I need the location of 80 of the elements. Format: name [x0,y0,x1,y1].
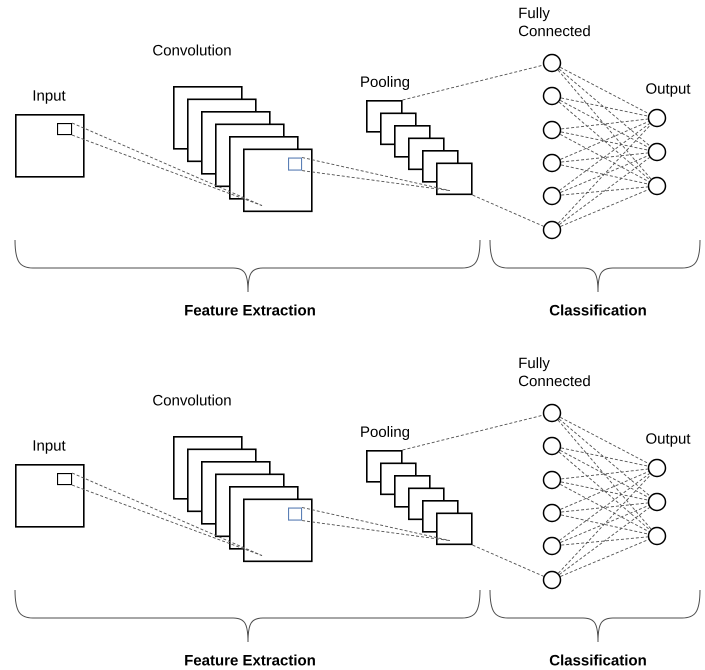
dashed-connector [558,70,652,180]
dashed-connector [560,539,649,577]
layer-label: Pooling [361,76,410,90]
section-label: Classification [550,654,646,666]
dashed-connector [560,468,648,480]
dashed-connector [560,502,648,512]
dashed-connector [558,474,652,574]
dashed-connector [560,447,648,467]
neuron-circle [648,176,666,196]
dashed-connector [558,473,650,541]
dashed-connector [560,66,650,114]
neuron-circle [542,120,562,140]
dashed-connector [560,450,650,498]
dashed-connector [560,484,650,532]
neuron-circle [648,142,666,162]
dashed-connector [558,420,652,530]
layer-label: Pooling [361,426,410,440]
layer-label: Convolution [153,44,231,56]
dashed-connector [560,164,648,184]
window-square [288,507,302,521]
neuron-circle [542,154,562,172]
neuron-circle [542,186,562,206]
layer-label: Fully Connected [518,357,590,386]
dashed-connector [558,124,652,224]
dashed-connector [560,536,648,546]
neuron-circle [542,570,562,590]
dashed-connector [560,97,648,117]
dashed-connector [558,507,650,575]
layer-label: Input [34,90,66,104]
layer-label: Input [34,440,66,454]
dashed-connector [560,100,650,148]
dashed-connector [560,514,648,534]
neuron-circle [542,536,562,556]
neuron-circle [542,436,562,456]
layer-label: Output [646,83,690,97]
feature-map [436,512,473,546]
window-square [57,472,72,486]
dashed-connector [472,194,544,227]
feature-map [243,148,313,212]
neuron-circle [648,526,666,546]
dashed-connector [302,520,450,542]
layer-label: Convolution [153,394,231,406]
dashed-connector [560,471,649,510]
dashed-connector [560,186,648,196]
layer-label: Fully Connected [518,7,590,36]
layer-label: Output [646,433,690,447]
dashed-connector [558,68,650,146]
dashed-connector [402,64,544,100]
window-square [288,158,302,171]
dashed-connector [560,118,648,130]
dashed-connector [560,121,649,160]
window-square [57,123,72,136]
dashed-connector [560,481,648,501]
dashed-connector [558,418,650,496]
neuron-circle [648,492,666,512]
neuron-circle [542,470,562,490]
dashed-connector [558,123,650,191]
dashed-connector [560,505,649,543]
section-label: Feature Extraction [185,304,315,316]
dashed-connector [558,157,650,225]
dashed-connector [472,544,544,577]
dashed-connector [560,155,649,193]
dashed-connector [558,102,650,180]
dashed-connector [560,152,648,162]
dashed-connector [302,507,450,542]
dashed-connector [560,134,650,182]
dashed-connector [560,189,649,227]
dashed-connector [560,131,648,151]
dashed-connector [402,414,544,450]
neuron-circle [542,86,562,106]
dashed-connector [302,170,450,192]
section-label: Feature Extraction [185,654,315,666]
dashed-connector [560,416,650,464]
feature-map [436,162,473,196]
section-label: Classification [550,304,646,316]
neuron-circle [542,504,562,522]
dashed-connector [558,452,650,530]
neuron-circle [542,220,562,240]
feature-map [243,498,313,562]
dashed-connector [302,157,450,192]
